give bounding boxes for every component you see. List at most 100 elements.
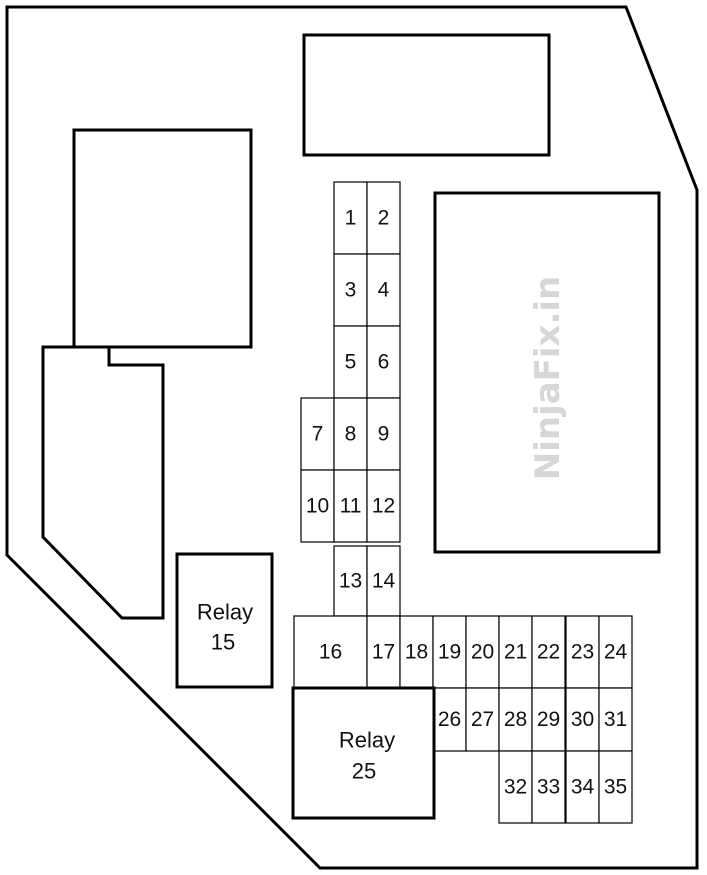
left-lower-block (41, 345, 165, 620)
fuse-8: 8 (333, 397, 368, 471)
fuse-slot-box (465, 615, 500, 689)
fuse-number-label: 24 (604, 641, 628, 664)
fuse-slot-box (565, 750, 600, 824)
fuse-16: 16 (293, 615, 368, 689)
fuse-slot-box (300, 469, 335, 543)
fuse-number-label: 31 (604, 708, 627, 731)
relay-25-label-line2: 25 (352, 759, 376, 784)
fuse-29: 29 (531, 687, 566, 752)
fuse-28: 28 (498, 687, 533, 752)
fuse-slot-box (399, 615, 434, 689)
fuse-number-label: 27 (471, 708, 494, 731)
relay-25-box (291, 686, 436, 820)
fuse-number-label: 17 (372, 641, 395, 664)
fuse-number-label: 11 (340, 495, 362, 518)
fuse-number-label: 32 (504, 776, 527, 799)
fuse-35: 35 (598, 750, 633, 824)
fuse-number-label: 20 (471, 641, 494, 664)
fuse-slot-box (598, 687, 633, 752)
fuse-1: 1 (333, 181, 368, 255)
relay-15-label-line1: Relay (197, 600, 253, 625)
fuse-2: 2 (366, 181, 401, 255)
fuse-21: 21 (498, 615, 533, 689)
fuse-slot-box (333, 469, 368, 543)
fuse-slot-box (333, 325, 368, 399)
fuse-3: 3 (333, 253, 368, 327)
fuse-number-label: 12 (372, 495, 395, 518)
fuse-number-label: 8 (345, 423, 357, 446)
fuse-slot-box (366, 253, 401, 327)
fuse-26: 26 (432, 687, 467, 752)
fuse-number-label: 35 (604, 776, 627, 799)
fuse-9: 9 (366, 397, 401, 471)
fuse-number-label: 34 (571, 776, 595, 799)
fuse-19: 19 (432, 615, 467, 689)
fuse-slot-box (333, 397, 368, 471)
fuse-number-label: 30 (571, 708, 594, 731)
relay-15: Relay 15 (175, 552, 274, 689)
fuse-number-label: 14 (372, 570, 396, 593)
fuse-number-label: 10 (306, 495, 329, 518)
fuse-slot-box (366, 397, 401, 471)
right-large-block (433, 191, 661, 554)
fuse-24: 24 (598, 615, 633, 689)
fuse-slot-box (366, 469, 401, 543)
relay-25: Relay 25 (291, 686, 436, 820)
fuse-5: 5 (333, 325, 368, 399)
fuse-6: 6 (366, 325, 401, 399)
fuse-number-label: 4 (378, 279, 390, 302)
relay-15-label-line2: 15 (211, 630, 235, 655)
fuse-slot-box (531, 750, 566, 824)
relay-25-label-line1: Relay (339, 728, 395, 753)
fuse-number-label: 3 (345, 279, 357, 302)
fuse-slot-box (366, 181, 401, 255)
fuse-34: 34 (565, 750, 600, 824)
fuse-slot-box (598, 615, 633, 689)
fuse-slot-box (366, 615, 401, 689)
fuse-slot-box (598, 750, 633, 824)
fuse-number-label: 2 (378, 207, 390, 230)
fuse-number-label: 19 (438, 641, 461, 664)
fuse-number-label: 26 (438, 708, 461, 731)
fuse-slot-box (300, 397, 335, 471)
fuse-31: 31 (598, 687, 633, 752)
fuse-14: 14 (366, 545, 401, 617)
fuse-slot-box (293, 615, 368, 689)
fuse-number-label: 22 (537, 641, 560, 664)
relay-15-box (175, 552, 274, 689)
fuse-number-label: 1 (345, 207, 357, 230)
fuse-13: 13 (333, 545, 368, 617)
fuse-23: 23 (565, 615, 600, 689)
fuse-number-label: 29 (537, 708, 560, 731)
fuse-number-label: 23 (571, 641, 594, 664)
fuse-7: 7 (300, 397, 335, 471)
fuse-number-label: 33 (537, 776, 560, 799)
left-upper-block (72, 128, 253, 349)
fuse-slot-box (498, 615, 533, 689)
fuse-number-label: 5 (345, 351, 357, 374)
fuse-11: 11 (333, 469, 368, 543)
watermark: NinjaFix.in (528, 276, 568, 481)
fuse-18: 18 (399, 615, 434, 689)
fuse-number-label: 7 (312, 423, 324, 446)
fuse-32: 32 (498, 750, 533, 824)
fuse-number-label: 13 (339, 570, 362, 593)
fuse-number-label: 28 (504, 708, 527, 731)
fuse-number-label: 9 (378, 423, 390, 446)
fuse-33: 33 (531, 750, 566, 824)
fuse-17: 17 (366, 615, 401, 689)
fuse-slot-box (366, 545, 401, 617)
fuse-4: 4 (366, 253, 401, 327)
fuse-12: 12 (366, 469, 401, 543)
fuse-number-label: 6 (378, 351, 390, 374)
fuse-30: 30 (565, 687, 600, 752)
fuse-20: 20 (465, 615, 500, 689)
fuse-slot-box (366, 325, 401, 399)
fuse-number-label: 18 (405, 641, 428, 664)
fuse-22: 22 (531, 615, 566, 689)
fuse-10: 10 (300, 469, 335, 543)
fuse-slot-box (531, 687, 566, 752)
fuse-27: 27 (465, 687, 500, 752)
